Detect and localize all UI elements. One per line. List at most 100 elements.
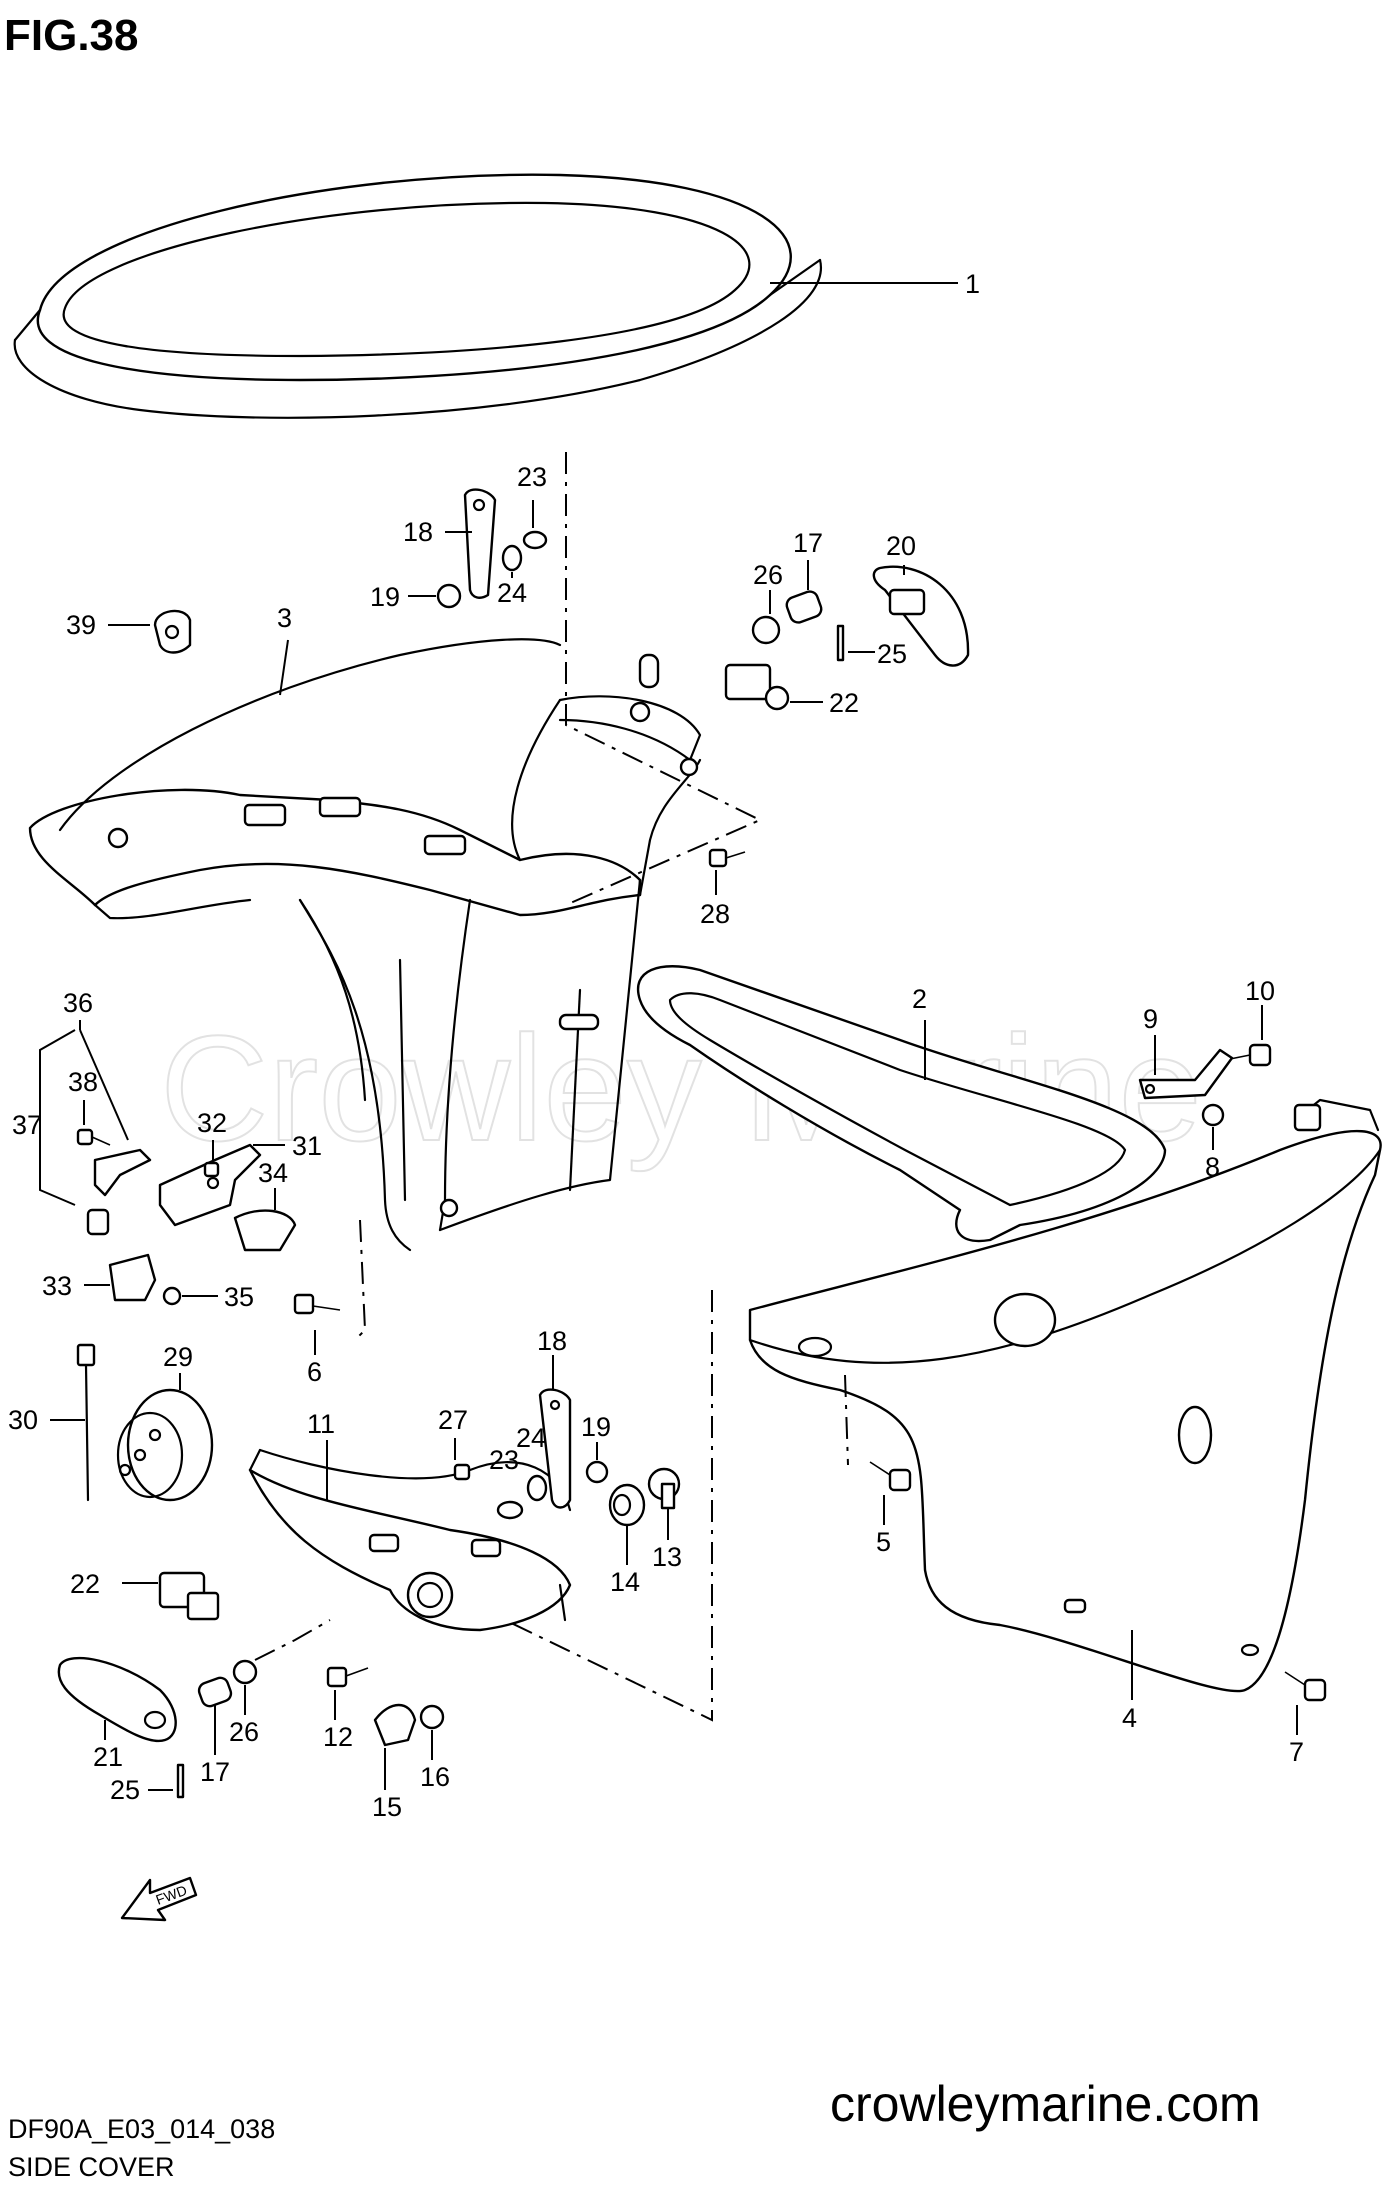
part-19-grommet-lower — [585, 1460, 609, 1484]
callout-18-lower: 18 — [537, 1326, 567, 1356]
part-25-pin-lower — [176, 1763, 185, 1799]
part-27-screw — [453, 1463, 471, 1481]
part-29-grommet — [116, 1388, 214, 1502]
callout-4: 4 — [1122, 1703, 1137, 1733]
callout-5: 5 — [876, 1527, 891, 1557]
callout-34: 34 — [258, 1158, 288, 1188]
part-4-side-cover — [748, 1098, 1382, 1693]
part-2-lower-seal — [637, 965, 1167, 1243]
part-6-bolt — [293, 1293, 341, 1315]
part-38-screw — [76, 1128, 111, 1146]
part-8-grommet — [1201, 1103, 1225, 1127]
callout-37: 37 — [12, 1110, 42, 1140]
callout-18: 18 — [403, 517, 433, 547]
callout-23-lower: 23 — [489, 1445, 519, 1475]
part-30-cable-tie — [76, 1343, 96, 1502]
callout-39: 39 — [66, 610, 96, 640]
part-34-pad — [233, 1209, 297, 1252]
part-23-washer-upper — [522, 530, 548, 550]
callout-25-lower: 25 — [110, 1775, 140, 1805]
part-11-bracket — [248, 1448, 572, 1632]
part-33-clamp — [108, 1253, 157, 1302]
part-18-bracket-lower — [538, 1388, 572, 1509]
fwd-arrow-icon: FWD — [120, 1876, 198, 1922]
callout-20: 20 — [886, 531, 916, 561]
part-13-screw — [647, 1467, 681, 1510]
callout-12: 12 — [323, 1722, 353, 1752]
callout-38: 38 — [68, 1067, 98, 1097]
callout-31: 31 — [292, 1131, 322, 1161]
callout-3: 3 — [277, 603, 292, 633]
part-25-pin-upper — [836, 624, 845, 662]
callout-30: 30 — [8, 1405, 38, 1435]
callout-21: 21 — [93, 1742, 123, 1772]
callout-36: 36 — [63, 988, 93, 1018]
callout-17-lower: 17 — [200, 1757, 230, 1787]
callout-2: 2 — [912, 984, 927, 1014]
callout-35: 35 — [224, 1282, 254, 1312]
callout-11: 11 — [307, 1409, 335, 1439]
callout-24: 24 — [497, 578, 527, 608]
part-20-handle-upper — [872, 565, 970, 667]
part-22-switch-upper — [724, 663, 790, 711]
part-26-grommet-upper — [751, 615, 781, 645]
callout-25: 25 — [877, 639, 907, 669]
callout-24-lower: 24 — [516, 1423, 546, 1453]
callout-28: 28 — [700, 899, 730, 929]
part-37-spacer — [86, 1208, 110, 1236]
part-18-bracket-upper — [463, 488, 497, 599]
diagram-title: SIDE COVER — [8, 2152, 175, 2182]
callout-6: 6 — [307, 1357, 322, 1387]
part-16-washer — [419, 1704, 445, 1730]
figure-title: FIG.38 — [4, 11, 139, 60]
part-21-handle-lower — [57, 1657, 177, 1743]
part-14-bushing — [608, 1483, 646, 1527]
part-23-washer-lower — [496, 1500, 524, 1520]
part-36-clip — [93, 1148, 152, 1197]
callout-22-lower: 22 — [70, 1569, 100, 1599]
callout-8: 8 — [1205, 1152, 1220, 1182]
part-1-seal-ring — [13, 173, 823, 419]
part-24-ring-lower — [526, 1474, 548, 1502]
part-35-pin — [162, 1286, 182, 1306]
part-7-bolt — [1284, 1671, 1327, 1702]
callout-labels: 1 2 3 4 5 6 7 8 9 10 11 12 13 14 15 16 1… — [8, 269, 1304, 1822]
part-28-bolt — [708, 848, 746, 868]
callout-29: 29 — [163, 1342, 193, 1372]
callout-23: 23 — [517, 462, 547, 492]
callout-15: 15 — [372, 1792, 402, 1822]
callout-19-lower: 19 — [581, 1412, 611, 1442]
callout-9: 9 — [1143, 1004, 1158, 1034]
part-19-grommet-upper — [436, 583, 462, 609]
part-5-bolt — [869, 1461, 912, 1492]
part-12-bolt — [326, 1666, 369, 1688]
part-32-screw — [203, 1161, 220, 1178]
callout-27: 27 — [438, 1405, 468, 1435]
callout-26-lower: 26 — [229, 1717, 259, 1747]
diagram-code: DF90A_E03_014_038 — [8, 2114, 275, 2144]
callout-7: 7 — [1289, 1737, 1304, 1767]
callout-13: 13 — [652, 1542, 682, 1572]
part-3-cover-frame — [28, 638, 702, 1252]
part-15-plug — [373, 1703, 417, 1747]
part-39-clip — [153, 609, 192, 654]
site-name: crowleymarine.com — [830, 2076, 1261, 2132]
callout-26: 26 — [753, 560, 783, 590]
callout-10: 10 — [1245, 976, 1275, 1006]
callout-32: 32 — [197, 1108, 227, 1138]
callout-16: 16 — [420, 1762, 450, 1792]
part-10-bolt — [1224, 1043, 1272, 1067]
part-17-latch-upper — [785, 590, 823, 624]
callout-14: 14 — [610, 1567, 640, 1597]
part-26-grommet-lower — [232, 1659, 258, 1685]
callout-19: 19 — [370, 582, 400, 612]
part-17-latch-lower — [197, 1676, 233, 1708]
callout-17: 17 — [793, 528, 823, 558]
callout-22: 22 — [829, 688, 859, 718]
callout-33: 33 — [42, 1271, 72, 1301]
callout-1: 1 — [965, 269, 980, 299]
part-24-ring-upper — [501, 544, 523, 572]
part-9-bracket — [1138, 1048, 1234, 1100]
part-22-switch-lower — [158, 1571, 220, 1621]
